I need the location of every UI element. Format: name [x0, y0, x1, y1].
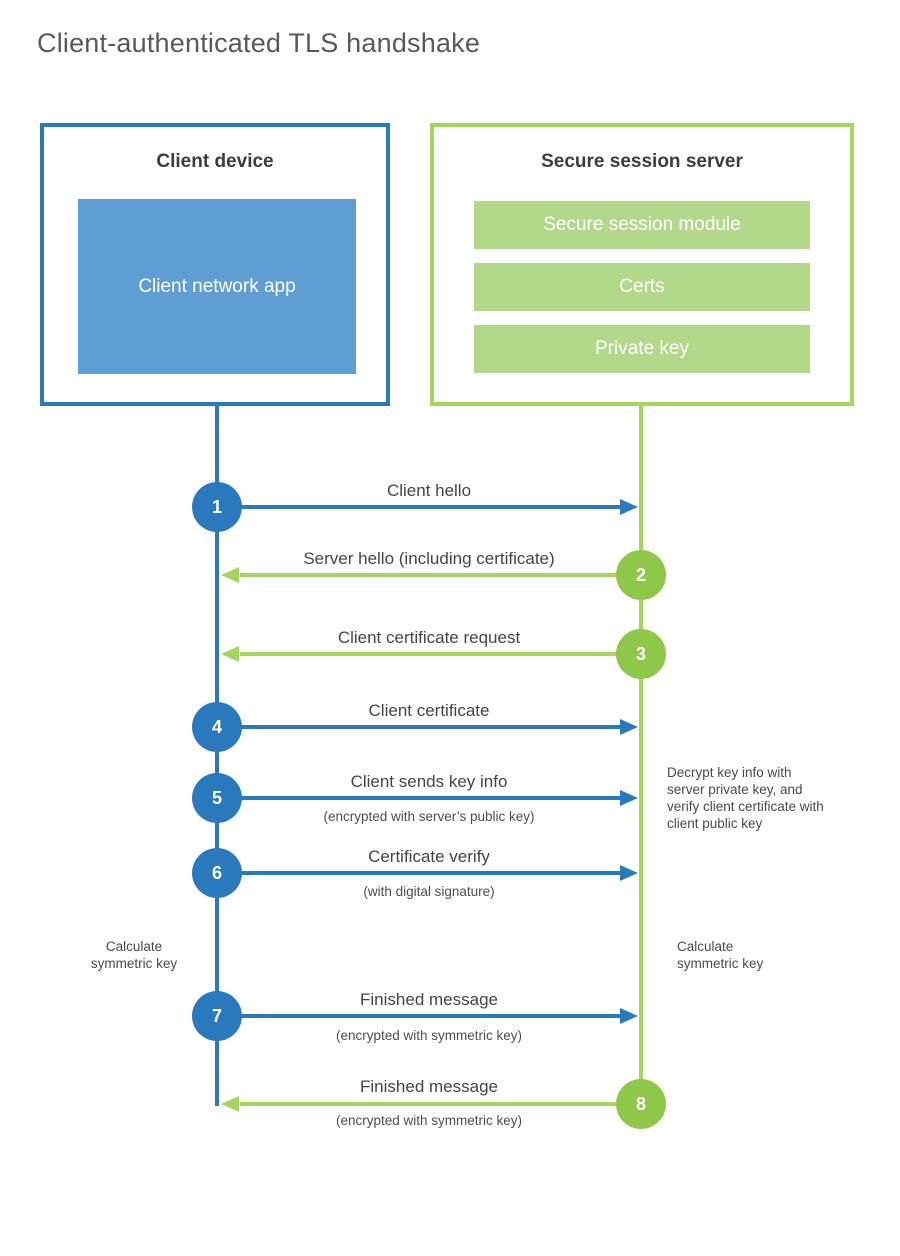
server-module-private-key: Private key — [474, 325, 810, 373]
server-module-certs: Certs — [474, 263, 810, 311]
step-7-label: Finished message — [360, 990, 498, 1009]
step-8-sublabel: (encrypted with symmetric key) — [335, 1113, 523, 1128]
step-7-number: 7 — [211, 1005, 222, 1026]
step-2-number: 2 — [635, 564, 646, 585]
client-device-box: Client device Client network app — [40, 123, 390, 406]
step-3-number-badge: 3 — [616, 629, 666, 679]
step-6-label: Certificate verify — [368, 847, 490, 866]
step-4-number: 4 — [211, 716, 222, 737]
step-8-number-badge: 8 — [616, 1079, 666, 1129]
decrypt-key-info-note: Decrypt key info with server private key… — [667, 765, 824, 831]
step-7-sublabel: (encrypted with symmetric key) — [335, 1028, 523, 1043]
step-4-label: Client certificate — [368, 701, 490, 720]
step-1-arrowhead-icon — [620, 499, 638, 515]
step-2-number-badge: 2 — [616, 550, 666, 600]
secure-session-server-title: Secure session server — [541, 151, 743, 172]
step-7-number-badge: 7 — [192, 991, 242, 1041]
step-2-label: Server hello (including certificate) — [303, 549, 555, 568]
step-5-sublabel: (encrypted with server’s public key) — [323, 809, 535, 824]
step-5-label: Client sends key info — [350, 772, 508, 791]
step-5-arrow-line — [230, 796, 620, 800]
step-1-number-badge: 1 — [192, 482, 242, 532]
server-module-secure-session: Secure session module — [474, 201, 810, 249]
step-6-number: 6 — [211, 862, 222, 883]
step-8-number: 8 — [635, 1093, 646, 1114]
page-title: Client-authenticated TLS handshake — [37, 28, 481, 58]
step-6-number-badge: 6 — [192, 848, 242, 898]
step-7-arrowhead-icon — [620, 1008, 638, 1024]
step-5-number-badge: 5 — [192, 773, 242, 823]
step-4-number-badge: 4 — [192, 702, 242, 752]
calculate-symmetric-key-note-server: Calculate symmetric key — [677, 939, 764, 971]
step-6-arrow-line — [230, 871, 620, 875]
client-network-app-box: Client network app — [78, 199, 356, 374]
step-3-label: Client certificate request — [337, 628, 521, 647]
secure-session-server-box: Secure session server Secure session mod… — [430, 123, 854, 406]
step-7-arrow-line — [230, 1014, 620, 1018]
step-4-arrow-line — [230, 725, 620, 729]
step-5-arrowhead-icon — [620, 790, 638, 806]
step-2-arrow-line — [240, 573, 626, 577]
step-6-arrowhead-icon — [620, 865, 638, 881]
step-8-arrow-line — [240, 1102, 626, 1106]
step-2-arrowhead-icon — [221, 567, 239, 583]
calculate-symmetric-key-note-client: Calculate symmetric key — [90, 939, 178, 971]
server-lifeline — [639, 406, 643, 1106]
step-3-number: 3 — [635, 643, 646, 664]
step-3-arrow-line — [240, 652, 626, 656]
step-6-sublabel: (with digital signature) — [363, 884, 495, 899]
step-4-arrowhead-icon — [620, 719, 638, 735]
step-1-label: Client hello — [386, 481, 472, 500]
step-8-label: Finished message — [360, 1077, 498, 1096]
step-8-arrowhead-icon — [221, 1096, 239, 1112]
step-1-number: 1 — [211, 496, 222, 517]
step-3-arrowhead-icon — [221, 646, 239, 662]
client-lifeline — [215, 406, 219, 1106]
step-5-number: 5 — [211, 787, 222, 808]
step-1-arrow-line — [230, 505, 620, 509]
client-network-app-label: Client network app — [138, 275, 296, 297]
client-device-title: Client device — [156, 151, 274, 172]
